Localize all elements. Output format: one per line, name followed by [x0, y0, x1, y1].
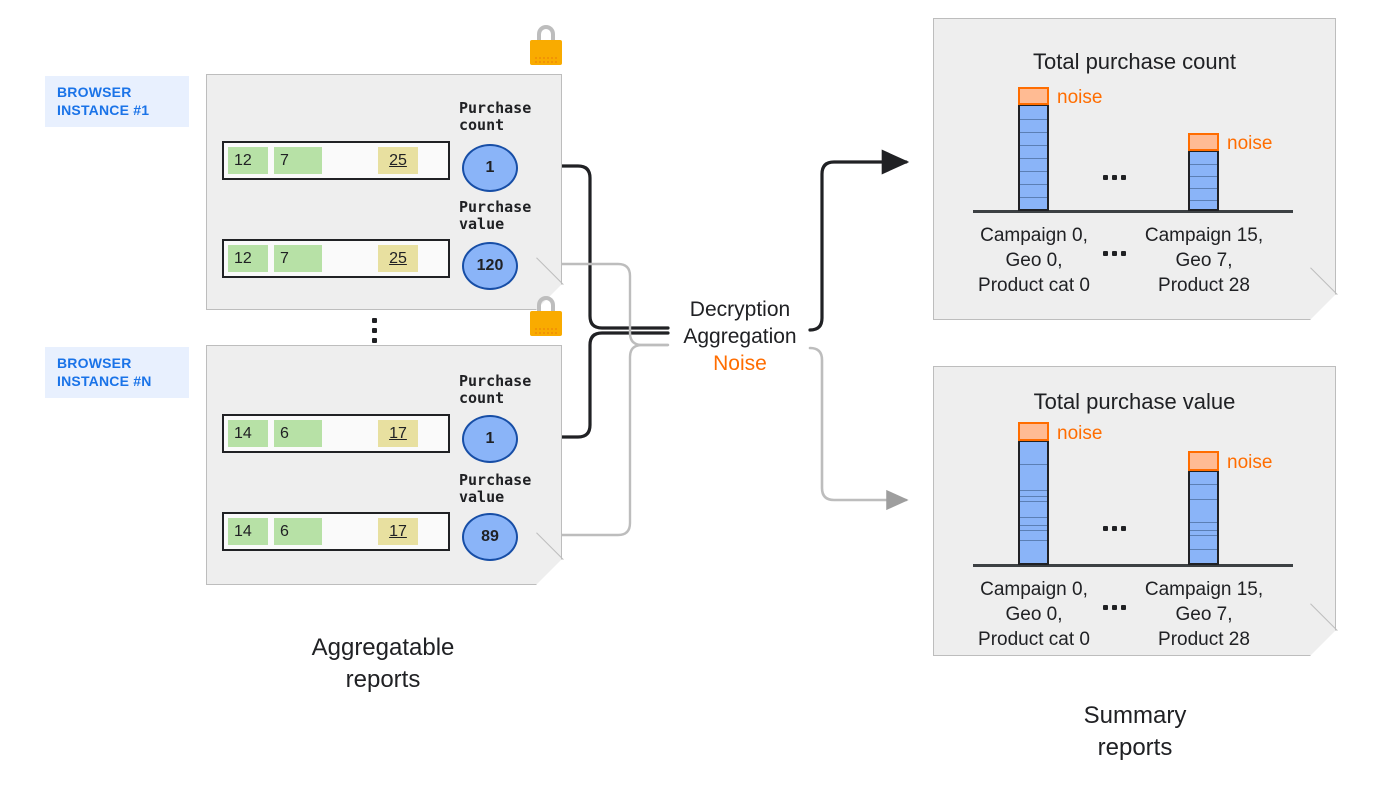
aggregatable-report-panel-1: 12 7 25 12 7 25 Purchase count Purchase … [206, 74, 564, 310]
metric-label-purchase-count: Purchase count [459, 99, 532, 134]
chart-category-ellipsis [1103, 251, 1126, 256]
browser-instance-1-tag: BROWSER INSTANCE #1 [45, 76, 189, 127]
chart-noise-box [1018, 87, 1049, 105]
chart-noise-label: noise [1057, 87, 1103, 108]
report-row: 14 6 17 [222, 512, 450, 551]
chart-noise-box [1018, 422, 1049, 441]
process-line-noise: Noise [713, 352, 767, 375]
process-line-decryption: Decryption [689, 298, 791, 321]
summary-title-purchase-value: Total purchase value [1033, 389, 1236, 414]
report-cell-campaign: 12 [228, 245, 268, 272]
report-row: 14 6 17 [222, 414, 450, 453]
purchase-value-value-circle: 89 [462, 513, 518, 561]
chart-noise-label: noise [1057, 423, 1103, 444]
chart-category-label: Campaign 15, Geo 7, Product 28 [1144, 579, 1264, 650]
purchase-count-value-circle: 1 [462, 144, 518, 192]
report-row: 12 7 25 [222, 239, 450, 278]
report-row: 12 7 25 [222, 141, 450, 180]
chart-bar [1188, 150, 1219, 211]
report-cell-metric: 25 [378, 245, 418, 272]
report-cell-campaign: 14 [228, 518, 268, 545]
process-description: Decryption Aggregation Noise [660, 296, 820, 377]
chart-category-ellipsis [1103, 605, 1126, 610]
report-cell-geo: 7 [274, 147, 322, 174]
chart-bar [1018, 104, 1049, 211]
process-line-aggregation: Aggregation [683, 325, 797, 348]
summary-report-panel-count: Total purchase count noise noise Campaig… [933, 18, 1338, 320]
aggregatable-reports-caption: Aggregatable reports [311, 634, 455, 693]
aggregatable-report-panel-n: 14 6 17 14 6 17 Purchase count Purchase … [206, 345, 564, 585]
chart-category-label: Campaign 0, Geo 0, Product cat 0 [978, 579, 1090, 650]
purchase-count-value-circle: 1 [462, 415, 518, 463]
metric-label-purchase-value: Purchase value [459, 198, 532, 233]
chart-noise-box [1188, 451, 1219, 471]
summary-reports-caption: Summary reports [1083, 702, 1187, 761]
purchase-value-value-circle: 120 [462, 242, 518, 290]
chart-axis [973, 210, 1293, 213]
metric-label-purchase-value: Purchase value [459, 471, 532, 506]
report-cell-metric: 25 [378, 147, 418, 174]
report-cell-metric: 17 [378, 420, 418, 447]
chart-category-label: Campaign 0, Geo 0, Product cat 0 [978, 225, 1090, 296]
report-cell-campaign: 12 [228, 147, 268, 174]
report-cell-metric: 17 [378, 518, 418, 545]
chart-noise-label: noise [1227, 452, 1273, 473]
metric-label-purchase-count: Purchase count [459, 372, 532, 407]
instances-ellipsis [372, 318, 377, 343]
chart-bar [1018, 440, 1049, 565]
chart-category-label: Campaign 15, Geo 7, Product 28 [1144, 225, 1264, 296]
summary-report-panel-value: Total purchase value noise noise Campaig… [933, 366, 1338, 656]
summary-title-purchase-count: Total purchase count [1032, 49, 1237, 74]
browser-instance-n-tag: BROWSER INSTANCE #N [45, 347, 189, 398]
report-cell-geo: 6 [274, 518, 322, 545]
chart-ellipsis [1103, 175, 1126, 180]
report-cell-geo: 7 [274, 245, 322, 272]
padlock-icon [528, 296, 564, 336]
chart-noise-box [1188, 133, 1219, 151]
report-cell-geo: 6 [274, 420, 322, 447]
report-cell-campaign: 14 [228, 420, 268, 447]
chart-bar [1188, 470, 1219, 565]
chart-noise-label: noise [1227, 133, 1273, 154]
padlock-icon [528, 25, 564, 65]
chart-axis [973, 564, 1293, 567]
chart-ellipsis [1103, 526, 1126, 531]
